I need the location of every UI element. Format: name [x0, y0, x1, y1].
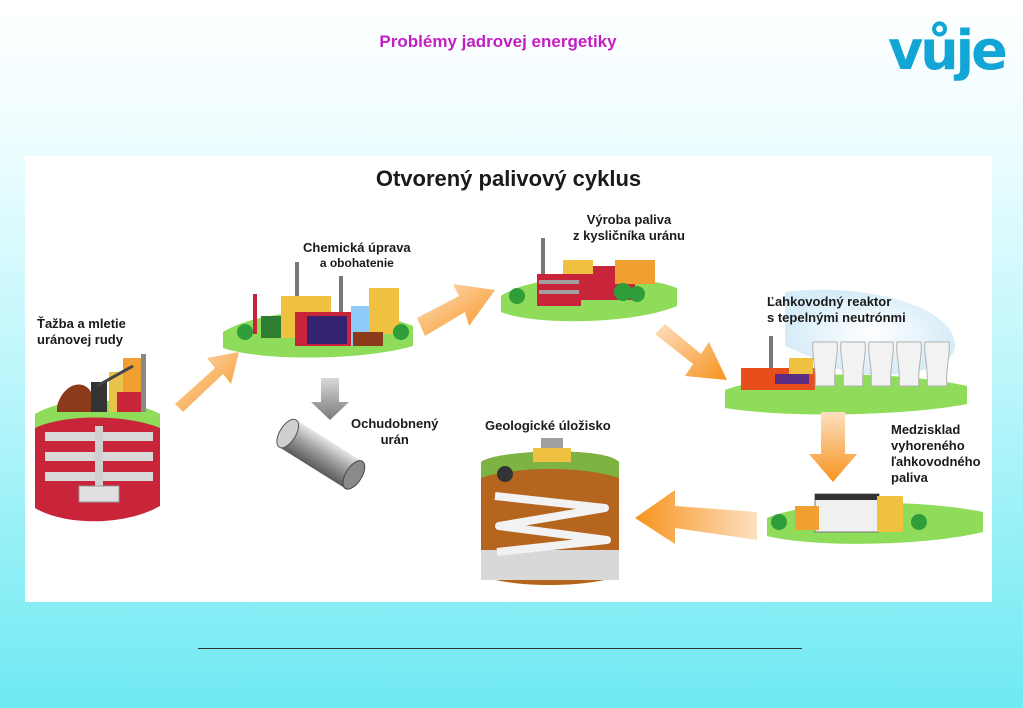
interim-storage-illustration [767, 493, 983, 544]
fuel-cycle-diagram: Otvorený palivový cyklus Ťažba a mletie … [25, 156, 992, 602]
label-geological: Geologické úložisko [485, 418, 611, 433]
flow-arrows [175, 284, 857, 544]
arrow-fuel-to-reactor [655, 324, 727, 380]
label-depleted: Ochudobnený urán [351, 416, 439, 447]
label-chemical: Chemická úprava a obohatenie [303, 240, 411, 270]
depleted-uranium-illustration [276, 378, 366, 490]
label-reactor: Ľahkovodný reaktor s tepelnými neutrónmi [767, 294, 906, 325]
label-fuel-production: Výroba paliva z kysličníka uránu [573, 212, 685, 243]
vuje-logo: vůje [888, 19, 1008, 82]
slide-title: Problémy jadrovej energetiky [379, 32, 617, 51]
mining-illustration [35, 354, 160, 522]
footer-divider [198, 648, 802, 649]
diagram-title: Otvorený palivový cyklus [375, 166, 642, 191]
arrow-mining-to-chemical [175, 352, 239, 412]
geological-repository-illustration [481, 438, 619, 585]
arrow-chemical-to-fuel [417, 284, 495, 336]
label-interim-storage: Medzisklad vyhoreného ľahkovodného paliv… [891, 422, 981, 485]
reactor-illustration [725, 289, 967, 415]
label-mining: Ťažba a mletie uránovej rudy [37, 316, 126, 347]
fuel-plant-illustration [501, 238, 677, 322]
chemical-plant-illustration [223, 262, 413, 358]
arrow-reactor-to-storage [809, 412, 857, 482]
arrow-storage-to-repository [635, 490, 757, 544]
diagram-graphics [35, 238, 983, 585]
